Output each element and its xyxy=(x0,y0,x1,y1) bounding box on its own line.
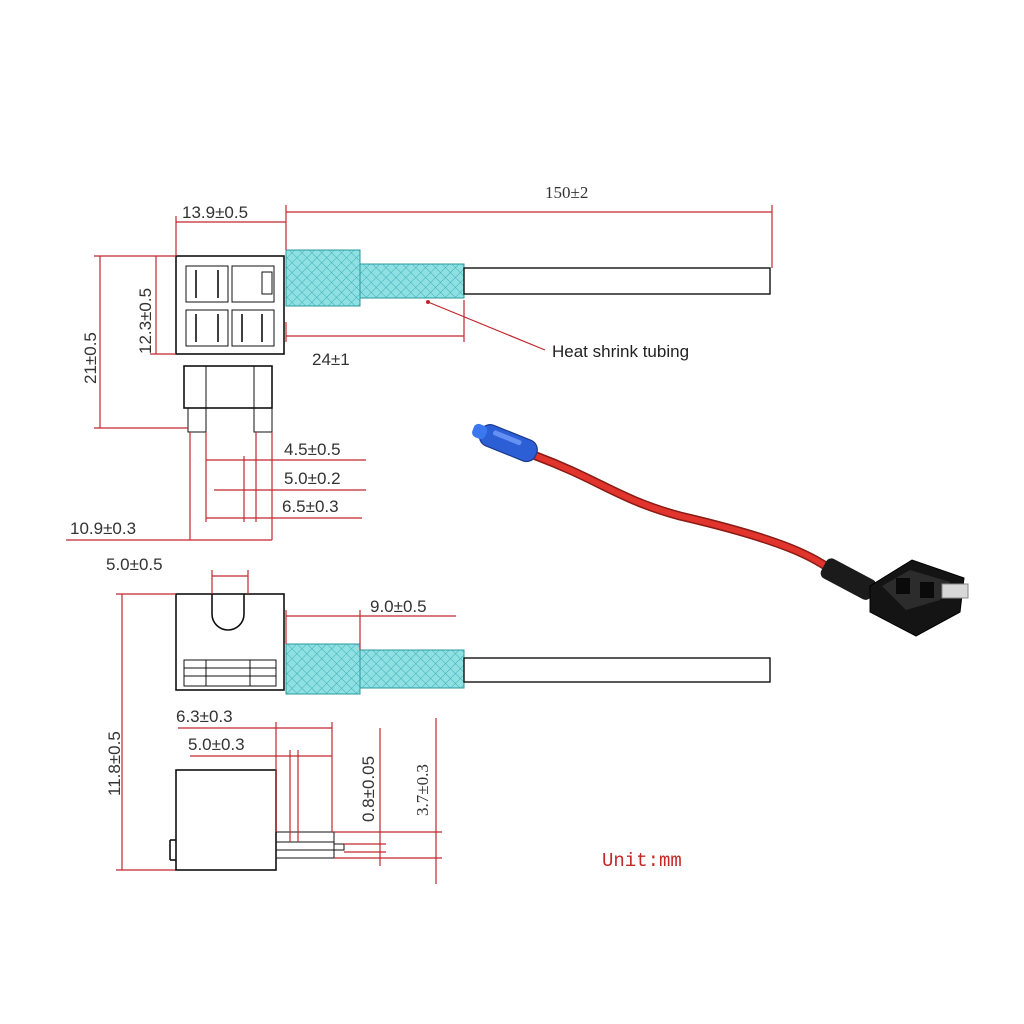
dim-blade-50: 5.0±0.2 xyxy=(284,469,341,488)
profile-blade xyxy=(275,831,335,859)
blade-left xyxy=(187,407,207,433)
product-photo xyxy=(472,423,969,637)
dim-side-50: 5.0±0.3 xyxy=(188,735,245,754)
red-wire xyxy=(533,453,843,579)
unit-label: Unit:mm xyxy=(602,850,682,872)
black-heatshrink xyxy=(820,558,877,600)
slot-top-right xyxy=(231,265,275,303)
dim-top-width: 13.9±0.5 xyxy=(182,203,248,222)
dim-side-63: 6.3±0.3 xyxy=(176,707,233,726)
wire-side xyxy=(463,657,771,683)
dim-tube-90: 9.0±0.5 xyxy=(370,597,427,616)
callout-heat-shrink: Heat shrink tubing xyxy=(552,342,689,361)
side-body xyxy=(175,593,285,691)
heat-shrink-small xyxy=(359,263,465,299)
fuse-holder-photo xyxy=(869,559,969,637)
slot-bottom-right xyxy=(231,309,275,347)
profile-body xyxy=(175,769,277,871)
side-heat-shrink-large xyxy=(285,643,361,695)
dim-blade-65: 6.5±0.3 xyxy=(282,497,339,516)
holder-body xyxy=(175,255,285,355)
dim-thick-08: 0.8±0.05 xyxy=(359,756,378,822)
slot-top-left xyxy=(185,265,229,303)
side-view: 5.0±0.5 9.0±0.5 11.8±0.5 6.3±0.3 5.0±0.3 xyxy=(105,555,771,884)
wire-top xyxy=(463,267,771,295)
dim-width-109: 10.9±0.3 xyxy=(70,519,136,538)
dim-slot-50: 5.0±0.5 xyxy=(106,555,163,574)
dim-side-height: 11.8±0.5 xyxy=(105,731,124,796)
dim-overall-length: 150±2 xyxy=(545,183,588,202)
dim-body-height: 12.3±0.5 xyxy=(136,288,155,354)
dim-tubing-length: 24±1 xyxy=(312,350,350,369)
dim-height-total: 21±0.5 xyxy=(81,332,100,384)
blade-right xyxy=(253,407,273,433)
top-view: Heat shrink tubing 150±2 13.9±0.5 21±0.5… xyxy=(66,183,773,541)
side-heat-shrink-small xyxy=(359,649,465,689)
dim-thick-37: 3.7±0.3 xyxy=(413,764,432,816)
side-slot xyxy=(211,594,245,631)
blue-connector xyxy=(472,423,538,463)
callout-leader xyxy=(427,301,546,351)
heat-shrink-large xyxy=(285,249,361,307)
blade-plug xyxy=(183,365,273,409)
dim-blade-45: 4.5±0.5 xyxy=(284,440,341,459)
slot-bottom-left xyxy=(185,309,229,347)
